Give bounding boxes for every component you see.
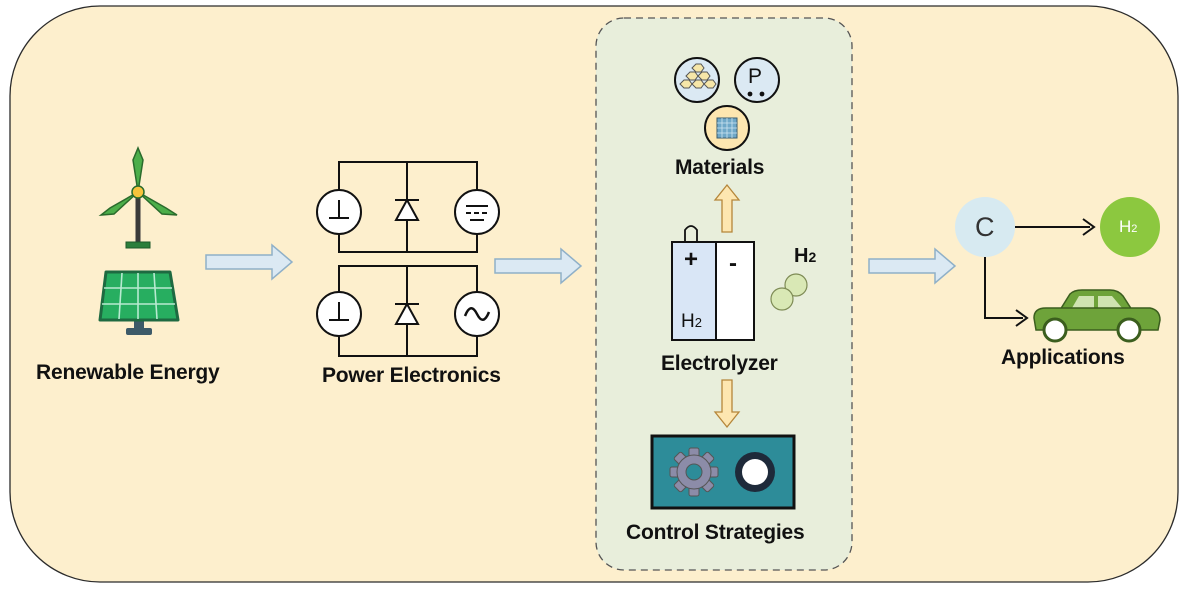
h2-application-label: H2 [1119, 217, 1137, 237]
h2-bubbles [770, 273, 808, 311]
control-strategies-label: Control Strategies [626, 521, 805, 544]
flow-arrow-2 [494, 247, 583, 285]
diode-icon [394, 197, 420, 221]
car-icon [1033, 289, 1161, 343]
electrolyzer-plus: + [684, 246, 699, 273]
h2-output-subscript: 2 [808, 249, 817, 265]
knob-icon [735, 452, 775, 492]
h2-output-text: H [794, 245, 809, 267]
control-arrow-down [713, 379, 741, 429]
h2-inner-subscript: 2 [694, 315, 702, 330]
h2-inner-text: H [681, 311, 695, 332]
ac-source-icon [454, 291, 500, 337]
phosphorus-symbol: P [748, 65, 763, 88]
phosphorus-icon [734, 57, 780, 103]
dc-source-icon [316, 189, 362, 235]
carbon-label: C [975, 212, 995, 242]
gear-icon [669, 447, 719, 497]
renewable-energy-label: Renewable Energy [36, 361, 220, 384]
h2-application-subscript: 2 [1131, 223, 1138, 235]
electrolyzer-icon [671, 225, 755, 341]
applications-label: Applications [1001, 346, 1125, 369]
application-arrows [984, 218, 1096, 327]
materials-label: Materials [675, 156, 765, 179]
carbon-circle [955, 197, 1015, 257]
wind-turbine-icon [98, 146, 178, 249]
materials-arrow-up [713, 183, 741, 233]
h2-output-label: H2 [794, 245, 816, 268]
flow-arrow-3 [868, 247, 957, 285]
flow-arrow-1 [205, 243, 294, 281]
grid-material-icon [704, 105, 750, 151]
power-electronics-label: Power Electronics [322, 364, 501, 387]
h2-application-text: H [1119, 217, 1132, 236]
solar-panel-icon [98, 270, 180, 335]
h2-inner-label: H2 [681, 311, 702, 333]
electrolyzer-minus: - [729, 250, 737, 277]
background-panel [9, 5, 1179, 583]
electrolyzer-label: Electrolyzer [661, 352, 778, 375]
honeycomb-icon [674, 57, 720, 103]
diode-icon [394, 301, 420, 325]
dc-source-icon [316, 291, 362, 337]
h2-circle [1100, 197, 1160, 257]
dc-output-icon [454, 189, 500, 235]
